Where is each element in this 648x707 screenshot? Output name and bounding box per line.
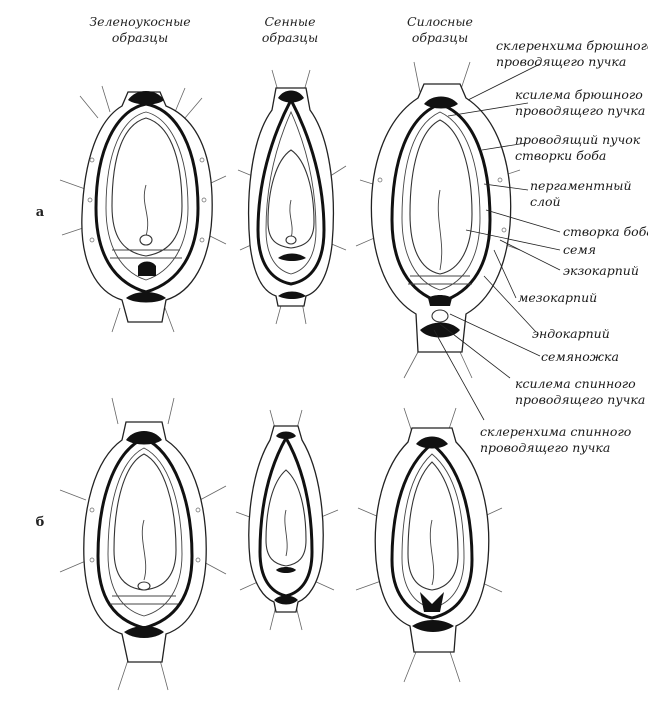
label-exocarp: экзокарпий [563,263,639,278]
pod-hay-row-b [236,410,338,630]
label-seed: семя [563,242,596,257]
label-endocarp: эндокарпий [532,326,610,341]
row-label-b: б [36,515,45,530]
label-funicle: семяножка [541,349,619,364]
row-label-a: а [36,205,45,220]
label-mesocarp: мезокарпий [518,290,597,305]
label-pod-valve: створка боба [563,224,648,239]
pod-green-row-a [60,86,226,332]
pod-silage-row-a [356,62,520,378]
pod-hay-row-a [238,70,346,324]
pod-green-row-b [60,398,226,690]
